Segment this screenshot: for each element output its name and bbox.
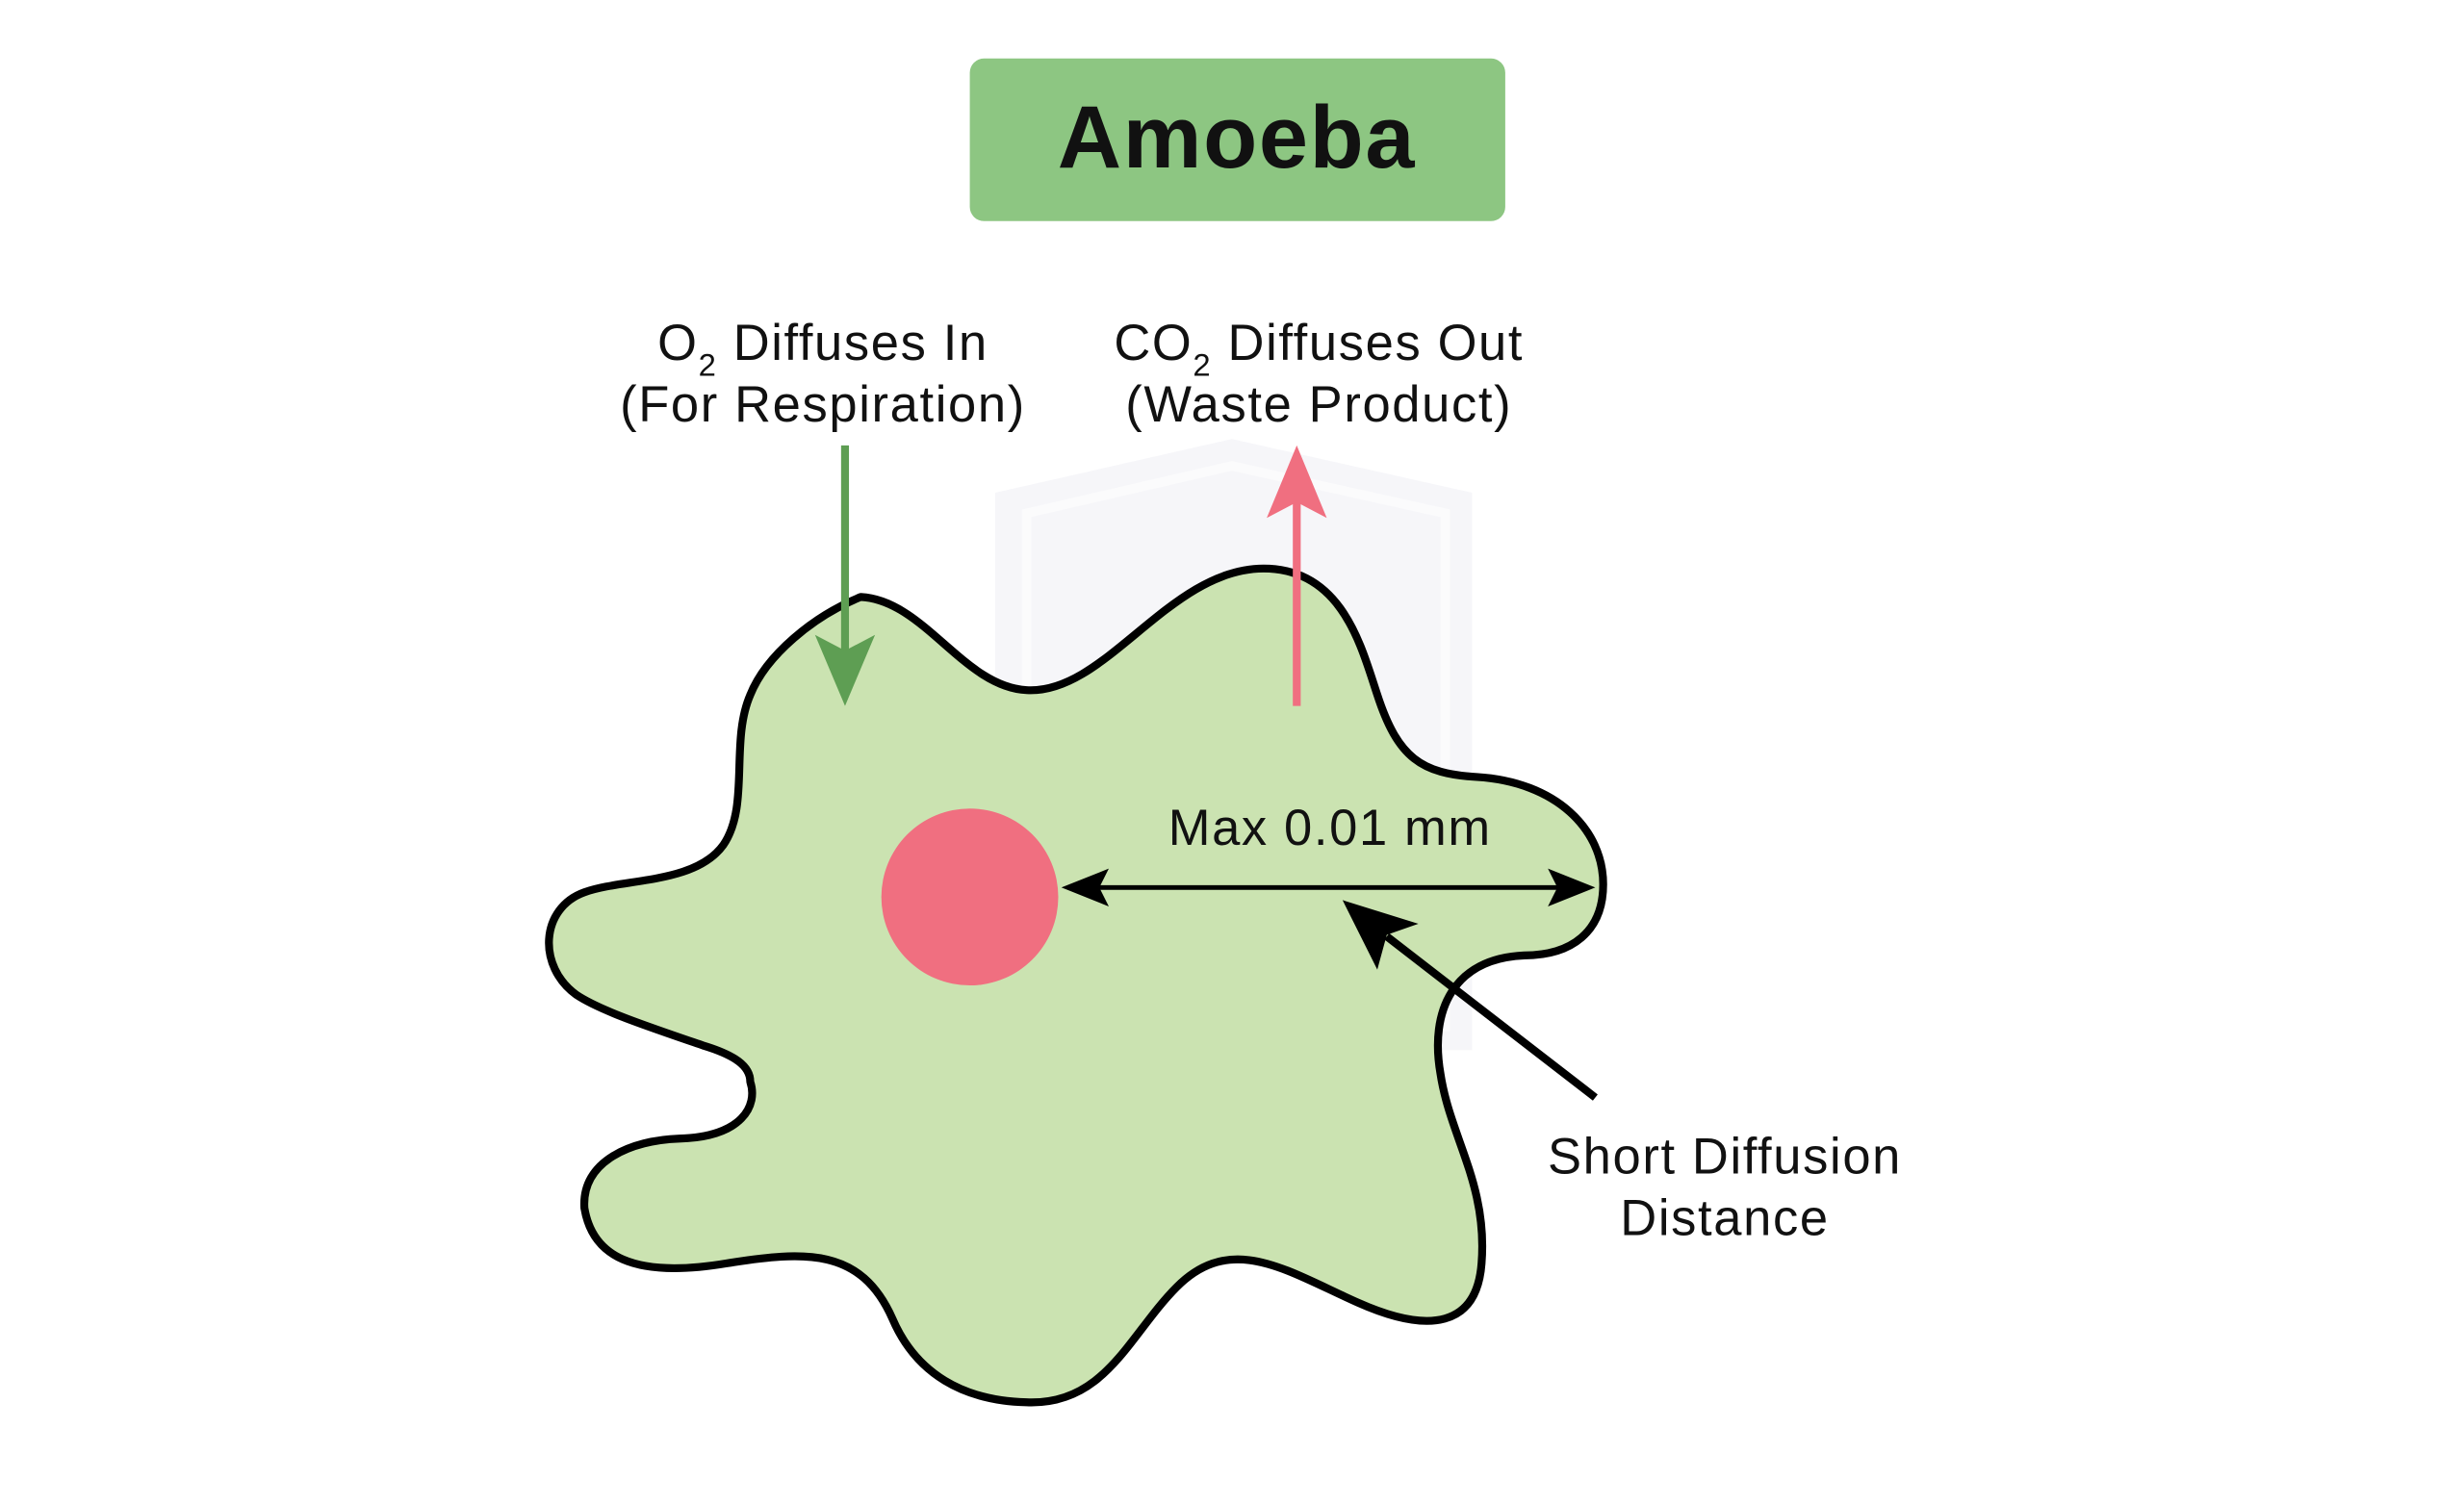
pointer-arrow-icon xyxy=(1342,900,1598,1101)
co2-arrow-icon xyxy=(1267,445,1327,706)
amoeba-cell xyxy=(545,564,1607,1407)
co2-label-line2: (Waste Product) xyxy=(1125,376,1512,433)
co2-label-line1: CO2 Diffuses Out xyxy=(1114,315,1524,382)
o2-label-line1: O2 Diffuses In xyxy=(657,315,988,382)
short-diffusion-line2: Distance xyxy=(1620,1189,1829,1246)
title-box xyxy=(969,58,1505,221)
nucleus xyxy=(881,808,1059,986)
distance-label: Max 0.01 mm xyxy=(1168,800,1492,856)
title: Amoeba xyxy=(1058,89,1416,187)
short-diffusion-line1: Short Diffusion xyxy=(1548,1128,1902,1185)
o2-label-line2: (For Respiration) xyxy=(620,376,1026,433)
distance-double-arrow-icon xyxy=(1061,868,1596,906)
o2-arrow-icon xyxy=(814,445,876,706)
